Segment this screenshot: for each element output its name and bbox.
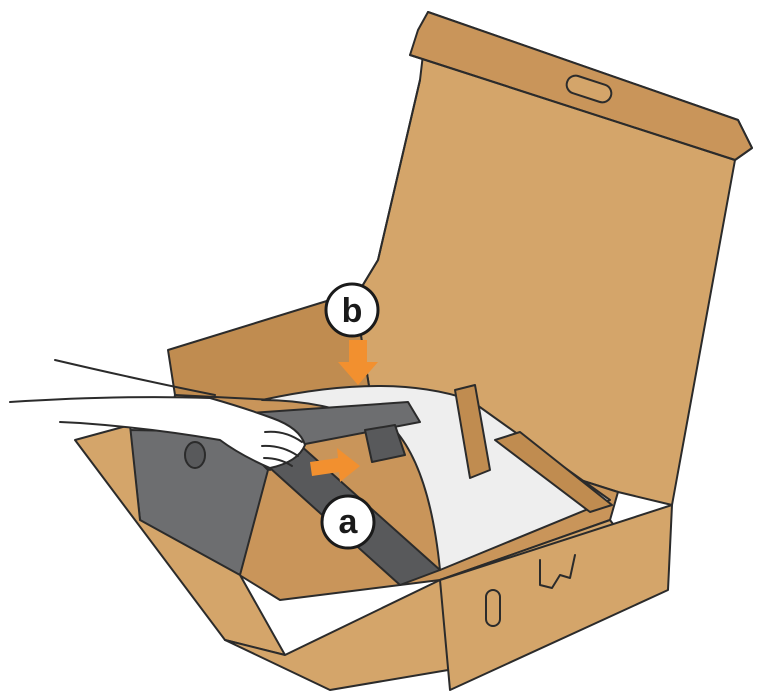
- hand-arm-outline-upper: [54, 359, 216, 396]
- step-b-marker: b: [324, 282, 380, 338]
- step-a-marker: a: [320, 494, 376, 550]
- box-inner-divider-2: [494, 431, 613, 513]
- stand-base-hole: [184, 441, 206, 469]
- hand-arm: [9, 396, 306, 469]
- box-lid-handle-slot: [565, 74, 613, 104]
- step-a-label: a: [339, 503, 359, 541]
- box-front-right-wall: [439, 504, 673, 691]
- stand-bracket: [364, 424, 406, 463]
- box-handle-cutout: [485, 589, 501, 627]
- down-arrow-icon: [338, 340, 378, 385]
- hand-fingers: [261, 430, 303, 467]
- box-tab-cutout: [539, 554, 576, 589]
- right-arrow-icon: [310, 448, 360, 482]
- step-b-label: b: [342, 292, 363, 330]
- box-inner-divider: [454, 384, 491, 479]
